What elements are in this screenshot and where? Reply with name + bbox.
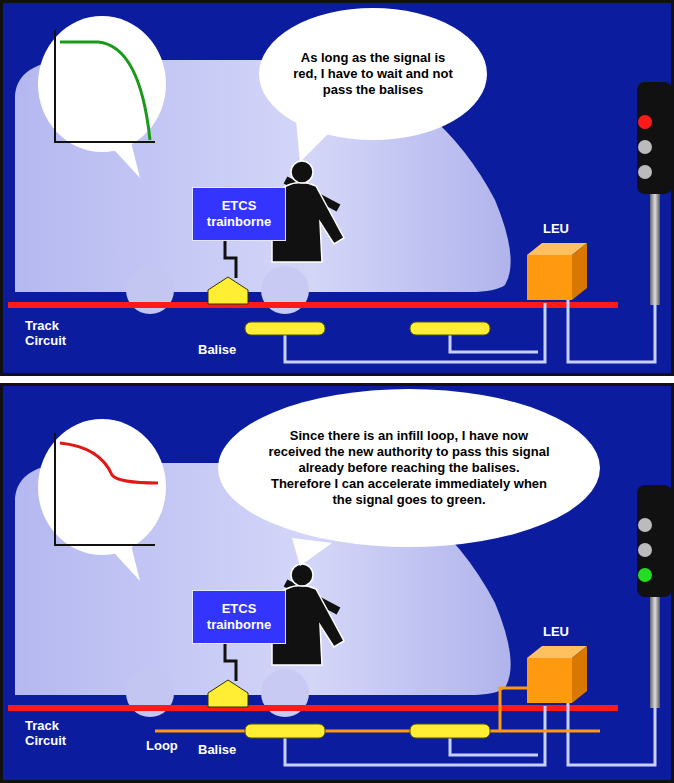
signal-light xyxy=(638,543,652,557)
unit-name: LEU xyxy=(543,624,583,639)
speed-curve xyxy=(60,42,150,140)
signal-light xyxy=(638,115,652,129)
balise xyxy=(245,322,325,335)
bubble-outline xyxy=(259,8,487,140)
unit-label: ETCS trainborne xyxy=(193,601,285,633)
track-label: Track Circuit xyxy=(25,718,87,748)
signal-light xyxy=(638,518,652,532)
speech-tail xyxy=(292,538,332,566)
loop-wire xyxy=(500,688,527,731)
etcs-box: ETCS trainborne xyxy=(192,590,286,644)
signal-light xyxy=(638,165,652,179)
unit-name: LEU xyxy=(543,221,583,236)
signal-light xyxy=(638,140,652,154)
speech-text: Since there is an infill loop, I have no… xyxy=(268,428,550,508)
part-name: Balise xyxy=(198,742,246,757)
balise xyxy=(245,724,325,738)
unit-label: ETCS trainborne xyxy=(193,198,285,230)
part-name: Loop xyxy=(146,738,190,753)
track-label: Track Circuit xyxy=(25,318,87,348)
panel xyxy=(2,2,673,375)
speed-curve xyxy=(60,443,158,483)
speech-bubble: Since there is an infill loop, I have no… xyxy=(218,389,600,547)
balise xyxy=(410,724,490,738)
etcs-box: ETCS trainborne xyxy=(192,187,286,241)
panel xyxy=(2,385,673,782)
scene xyxy=(8,16,672,362)
infill-loop xyxy=(155,730,600,733)
speech-text: As long as the signal is red, I have to … xyxy=(289,50,457,98)
bubble-outline xyxy=(218,389,600,547)
signal-light xyxy=(638,568,652,582)
speech-bubble: As long as the signal is red, I have to … xyxy=(259,8,487,140)
part-name: Balise xyxy=(198,342,246,357)
balise xyxy=(410,322,490,335)
